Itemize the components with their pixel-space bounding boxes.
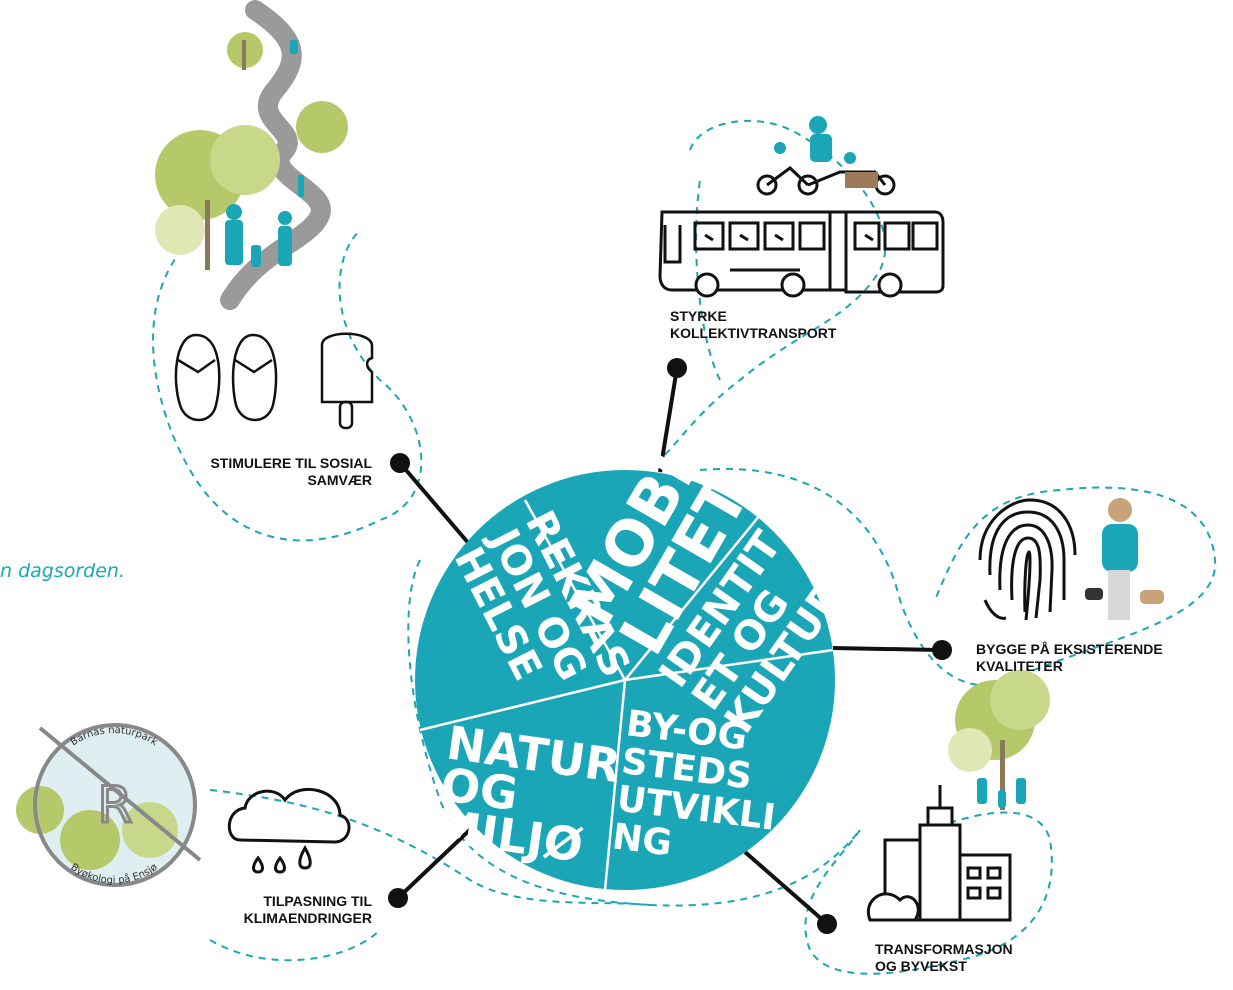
rider-head — [809, 116, 827, 134]
label-line: OG BYVEKST — [875, 958, 967, 974]
spoke-transformation — [743, 850, 827, 924]
family-park-illustration — [948, 670, 1050, 810]
badge-foliage — [16, 786, 64, 834]
badge-foliage — [60, 810, 120, 870]
child-rider — [774, 142, 786, 154]
dashed-ring-lower — [407, 559, 861, 907]
buildings-icon — [866, 785, 1012, 922]
label-line: KLIMAENDRINGER — [243, 910, 372, 926]
dog — [1140, 590, 1164, 604]
person-head — [1108, 498, 1132, 522]
tree-trunk — [205, 200, 210, 270]
label-line: STYRKE — [670, 308, 727, 324]
wheel-dividers — [419, 499, 834, 891]
fingerprint-icon — [978, 498, 1077, 621]
park-path — [220, 0, 331, 310]
spoke-transport — [658, 367, 679, 473]
park-illustration — [155, 0, 348, 310]
barnas-naturpark-badge: R Barnas naturpark Byøkologi på Ensjø — [16, 723, 202, 887]
person — [977, 778, 987, 804]
spoke-qualities — [832, 646, 941, 652]
bus-icon — [658, 210, 945, 298]
spokes — [396, 367, 941, 924]
label-line: KVALITETER — [976, 658, 1063, 674]
spoke-climate — [396, 823, 477, 900]
divider-4 — [603, 679, 627, 891]
dot-transformation — [817, 914, 837, 934]
divider-3 — [624, 648, 834, 682]
dog — [1085, 588, 1103, 600]
dot-transport — [667, 358, 687, 378]
central-wheel: REKRAS JON OG HELSE MOBI LITET IDENTIT E… — [415, 441, 853, 891]
label-line: KOLLEKTIVTRANSPORT — [670, 325, 837, 341]
divider-5 — [419, 678, 626, 732]
person-body — [278, 226, 292, 266]
tagline-text: n dagsorden. — [0, 560, 126, 582]
family-with-dogs-illustration — [1085, 498, 1164, 620]
dashed-loop-qualities — [699, 467, 1217, 687]
child-body — [251, 245, 261, 267]
badge-ring — [33, 723, 197, 887]
badge-foliage — [122, 802, 178, 858]
segment-text: NG — [610, 816, 674, 864]
dashed-connectors — [152, 119, 1217, 975]
rider-body — [810, 134, 832, 162]
label-sosial-samvaer: STIMULERE TIL SOSIAL SAMVÆR — [150, 455, 372, 489]
dashed-loop-climate — [209, 929, 381, 962]
person-head — [278, 211, 292, 225]
child — [998, 790, 1006, 808]
person-head — [226, 204, 242, 220]
spoke-dots — [388, 358, 952, 934]
dashed-loop-social — [152, 229, 423, 542]
label-line: TILPASNING TIL — [263, 893, 372, 909]
label-line: TRANSFORMASJON — [875, 941, 1013, 957]
rain-cloud-icon — [227, 787, 351, 874]
tree-crown — [155, 205, 205, 255]
person-legs — [1108, 570, 1130, 620]
cargo-box — [845, 172, 878, 188]
tree-crown — [948, 728, 992, 772]
tree-crown — [990, 670, 1050, 730]
dashed-loop-transport — [659, 119, 887, 461]
tree-trunk — [242, 40, 246, 70]
dashed-loop-transformation — [804, 811, 1053, 975]
divider-1 — [523, 499, 627, 681]
small-person — [298, 175, 304, 197]
cargo-bike-icon — [756, 116, 896, 196]
flip-flops-icon — [174, 333, 278, 422]
label-line: BYGGE PÅ EKSISTERENDE — [976, 641, 1163, 657]
badge-slash — [38, 726, 202, 862]
label-line: SAMVÆR — [307, 472, 372, 488]
badge-letter: R — [98, 776, 133, 834]
person — [1016, 778, 1026, 804]
person-body — [225, 220, 243, 265]
tree-crown — [210, 125, 280, 195]
dot-qualities — [932, 640, 952, 660]
dot-social — [390, 453, 410, 473]
label-klimaendringer: TILPASNING TIL KLIMAENDRINGER — [200, 893, 372, 927]
segment-natur: NATUR OG MILJØ — [432, 715, 624, 872]
label-eksisterende-kvaliteter: BYGGE PÅ EKSISTERENDE KVALITETER — [976, 641, 1163, 675]
dot-climate — [388, 888, 408, 908]
label-line: STIMULERE TIL SOSIAL — [210, 455, 372, 471]
divider-2 — [624, 514, 761, 681]
small-person — [290, 40, 298, 54]
child-in-box — [844, 152, 856, 164]
label-transformasjon: TRANSFORMASJON OG BYVEKST — [875, 941, 1013, 975]
label-kollektivtransport: STYRKE KOLLEKTIVTRANSPORT — [670, 308, 836, 342]
tree-crown — [296, 101, 348, 153]
segment-text: OG — [438, 757, 522, 821]
person-body — [1102, 524, 1138, 572]
spoke-social — [398, 461, 472, 547]
ice-cream-icon — [320, 332, 374, 430]
tree-trunk — [1000, 740, 1005, 810]
